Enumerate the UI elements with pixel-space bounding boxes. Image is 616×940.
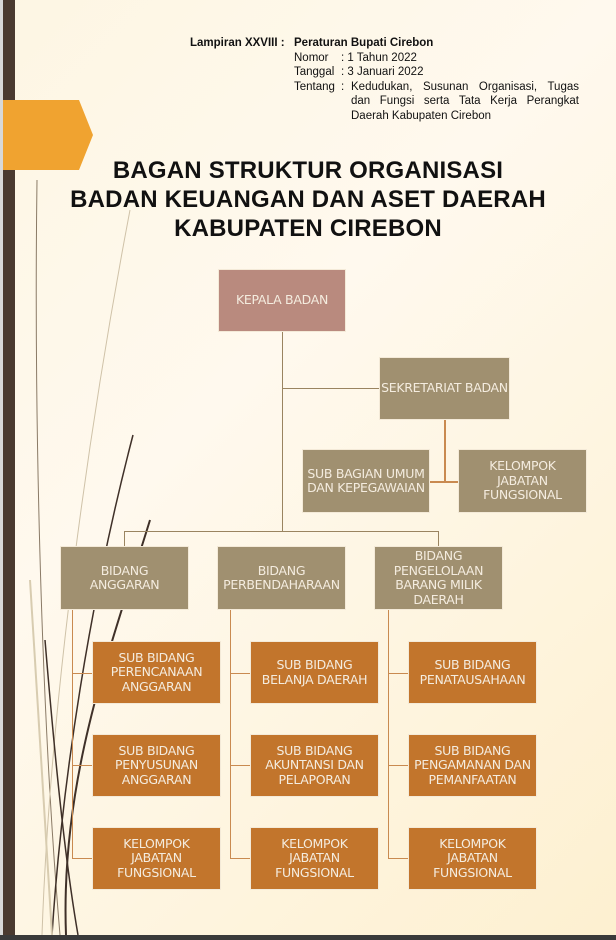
box-sub-bidang: SUB BIDANG PENYUSUNAN ANGGARAN bbox=[92, 734, 221, 797]
tanggal-label: Tanggal bbox=[294, 66, 335, 78]
tentang-value: Kedudukan, Susunan Organisasi, Tugas dan… bbox=[351, 80, 579, 122]
title-line-2: BADAN KEUANGAN DAN ASET DAERAH bbox=[70, 186, 546, 213]
nomor-label: Nomor bbox=[294, 51, 329, 64]
box-sub-bidang: SUB BIDANG PENGAMANAN DAN PEMANFAATAN bbox=[408, 734, 537, 797]
connector bbox=[444, 420, 446, 482]
connector bbox=[124, 531, 125, 546]
box-sekretariat-kelompok: KELOMPOK JABATAN FUNGSIONAL bbox=[458, 449, 587, 513]
box-sub-bidang: SUB BIDANG AKUNTANSI DAN PELAPORAN bbox=[250, 734, 379, 797]
connector bbox=[430, 481, 458, 483]
connector bbox=[388, 610, 389, 859]
title-line-1: BAGAN STRUKTUR ORGANISASI bbox=[112, 157, 504, 184]
box-kelompok-jabatan: KELOMPOK JABATAN FUNGSIONAL bbox=[250, 827, 379, 890]
box-sub-bidang: SUB BIDANG PENATAUSAHAAN bbox=[408, 641, 537, 704]
tanggal-value: : 3 Januari 2022 bbox=[341, 66, 424, 78]
connector bbox=[230, 610, 231, 859]
box-kepala-badan: KEPALA BADAN bbox=[218, 269, 346, 332]
box-kelompok-jabatan: KELOMPOK JABATAN FUNGSIONAL bbox=[92, 827, 221, 890]
connector bbox=[282, 332, 283, 532]
connector bbox=[438, 531, 439, 546]
box-sekretariat: SEKRETARIAT BADAN bbox=[379, 357, 510, 420]
connector bbox=[124, 531, 439, 532]
lampiran-label: Lampiran XXVIII : bbox=[190, 37, 285, 49]
box-kelompok-jabatan: KELOMPOK JABATAN FUNGSIONAL bbox=[408, 827, 537, 890]
box-bidang-perbendaharaan: BIDANG PERBENDAHARAAN bbox=[217, 546, 346, 610]
bottom-bar bbox=[0, 935, 616, 940]
title-line-3: KABUPATEN CIREBON bbox=[174, 215, 442, 242]
tentang-label: Tentang bbox=[294, 80, 335, 93]
nomor-value: : 1 Tahun 2022 bbox=[341, 51, 417, 64]
box-bidang-anggaran: BIDANG ANGGARAN bbox=[60, 546, 189, 610]
document-header: Lampiran XXVIII : Peraturan Bupati Cirebo… bbox=[190, 36, 579, 123]
connector bbox=[72, 610, 73, 859]
tentang-colon: : bbox=[341, 80, 345, 93]
box-bidang-pengelolaan-barang: BIDANG PENGELOLAAN BARANG MILIK DAERAH bbox=[374, 546, 503, 610]
box-sub-bidang: SUB BIDANG PERENCANAAN ANGGARAN bbox=[92, 641, 221, 704]
side-strip bbox=[3, 0, 15, 935]
box-sub-bidang: SUB BIDANG BELANJA DAERAH bbox=[250, 641, 379, 704]
box-sub-bagian-umum: SUB BAGIAN UMUM DAN KEPEGAWAIAN bbox=[302, 449, 430, 513]
page-edge bbox=[0, 0, 3, 940]
arrow-banner bbox=[3, 100, 93, 170]
peraturan: Peraturan Bupati Cirebon bbox=[294, 37, 434, 49]
connector bbox=[282, 388, 379, 389]
